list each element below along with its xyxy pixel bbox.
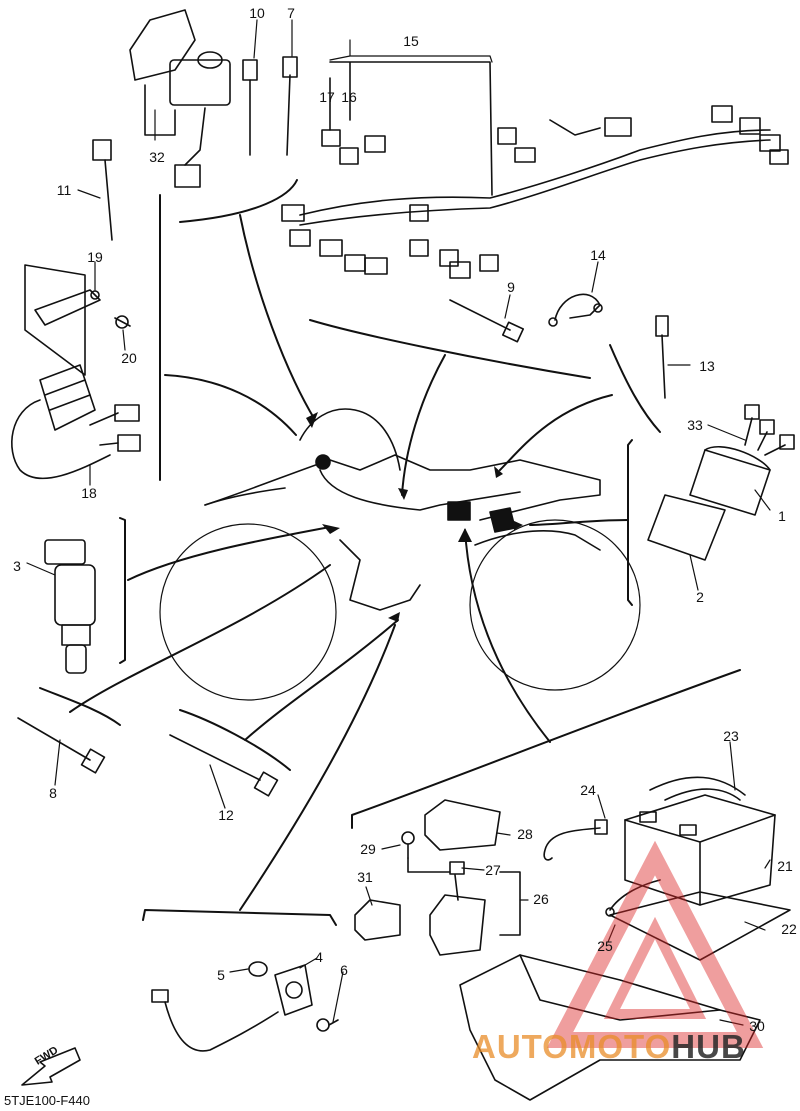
callout-26: 26 — [533, 891, 549, 907]
callout-5: 5 — [217, 967, 225, 983]
motorcycle-outline — [159, 408, 641, 701]
callout-3: 3 — [13, 558, 21, 574]
ecu-block — [447, 501, 471, 521]
callout-8: 8 — [49, 785, 57, 801]
part-30-tray — [459, 954, 761, 1101]
part-14-ground-lead — [548, 293, 603, 327]
callout-17: 17 — [319, 89, 335, 105]
callout-4: 4 — [315, 949, 323, 965]
bracket-26-27 — [407, 857, 521, 936]
callout-28: 28 — [517, 826, 533, 842]
callout-20: 20 — [121, 350, 137, 366]
callout-19: 19 — [87, 249, 103, 265]
callout-23: 23 — [723, 728, 739, 744]
watermark-logo — [546, 840, 764, 1048]
callout-leaders — [26, 19, 771, 1026]
callout-29: 29 — [360, 841, 376, 857]
callout-24: 24 — [580, 782, 596, 798]
watermark-text-b: HUB — [671, 1028, 746, 1065]
horn-dot — [315, 454, 331, 470]
part-15-wire-harness — [281, 61, 789, 279]
callout-27: 27 — [485, 862, 501, 878]
callout-30: 30 — [749, 1018, 765, 1034]
part-3-ignition-coil — [44, 539, 96, 674]
group-brackets — [39, 179, 741, 926]
callout-33: 33 — [687, 417, 703, 433]
part-23-strap — [649, 776, 746, 801]
part-19-clamp — [24, 264, 101, 376]
part-20-bolt — [114, 315, 131, 329]
engine-outline — [339, 539, 421, 611]
callout-16: 16 — [341, 89, 357, 105]
callout-7: 7 — [287, 5, 295, 21]
callout-18: 18 — [81, 485, 97, 501]
relay-block — [489, 507, 516, 533]
cable-ties-upper — [92, 56, 669, 399]
part-1-unit — [689, 404, 795, 516]
seat-outline — [204, 487, 286, 506]
callout-22: 22 — [781, 921, 797, 937]
part-2-cover — [647, 494, 726, 561]
watermark-text-a: AUTOMOTO — [472, 1028, 672, 1065]
part-32-relay-bracket — [129, 9, 231, 188]
part-28-cover — [424, 799, 501, 851]
wire-routing — [319, 469, 521, 511]
ties-lower — [17, 717, 279, 797]
callout-32: 32 — [149, 149, 165, 165]
callout-31: 31 — [357, 869, 373, 885]
part-22-tray — [609, 891, 791, 961]
part-4-sensor — [151, 964, 313, 1052]
arrow-heads — [306, 412, 523, 622]
part-18-regulator — [11, 364, 141, 480]
callout-1: 1 — [778, 508, 786, 524]
callout-13: 13 — [699, 358, 715, 374]
part-24-lead — [543, 819, 608, 861]
part-6-screw — [316, 1018, 339, 1032]
front-wheel-outline — [469, 519, 641, 691]
part-9-band — [449, 299, 525, 343]
forward-arrow-badge — [21, 1047, 81, 1086]
part-29-bolt — [401, 831, 415, 859]
callout-11: 11 — [56, 182, 72, 198]
diagram-part-code: 5TJE100-F440 — [4, 1093, 90, 1108]
rear-wheel-outline — [159, 523, 337, 701]
callout-14: 14 — [590, 247, 606, 263]
part-31-connector — [354, 899, 401, 941]
callout-6: 6 — [340, 962, 348, 978]
callout-10: 10 — [249, 5, 265, 21]
part-25-lead — [605, 879, 661, 917]
watermark-text: AUTOMOTOHUB — [472, 1028, 746, 1066]
callout-12: 12 — [218, 807, 234, 823]
callout-2: 2 — [696, 589, 704, 605]
part-26-starter-relay — [429, 861, 486, 956]
callout-21: 21 — [777, 858, 793, 874]
callout-25: 25 — [597, 938, 613, 954]
callout-9: 9 — [507, 279, 515, 295]
fender-outline — [474, 530, 601, 551]
part-21-battery — [624, 794, 776, 906]
callout-15: 15 — [403, 33, 419, 49]
part-5-oring — [248, 961, 268, 977]
